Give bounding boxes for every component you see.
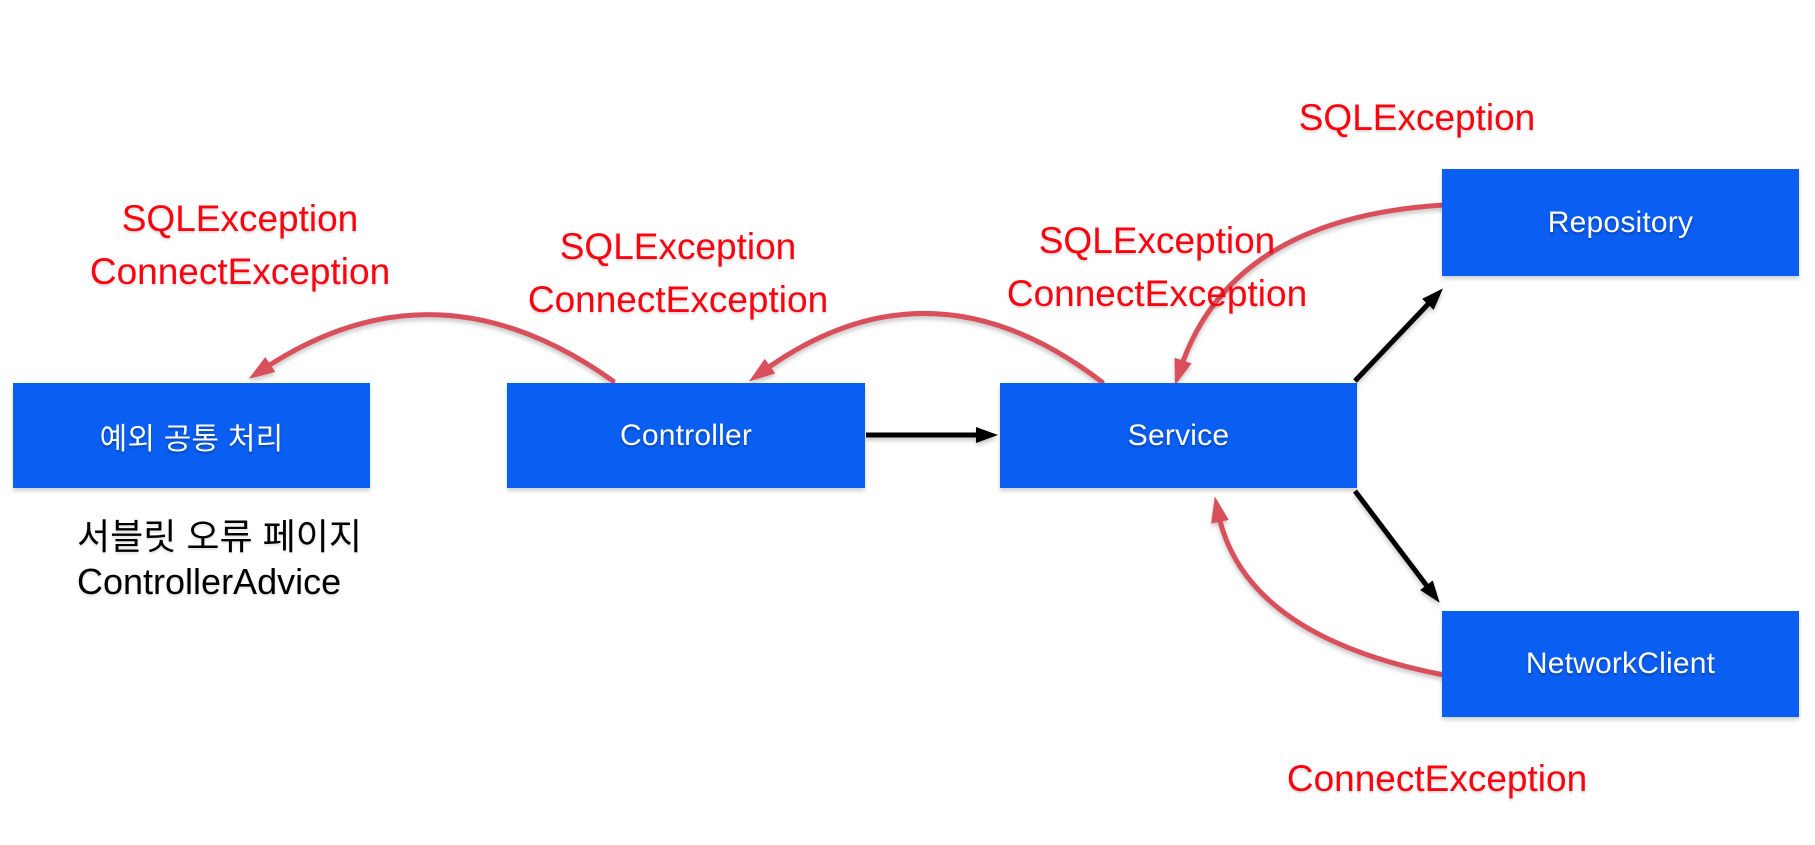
handler-note-controller-advice: ControllerAdvice <box>77 561 342 602</box>
node-service-label: Service <box>1127 418 1230 452</box>
exception-arrow-networkclient-to-service <box>1211 496 1447 678</box>
node-controller-label: Controller <box>619 418 753 452</box>
node-common-exception-handler-label: 예외 공통 처리 <box>99 422 284 456</box>
exception-label-line: ConnectException <box>1286 758 1588 799</box>
exception-label-at-network-client: ConnectException <box>1237 752 1637 805</box>
exception-arrow-service-to-controller <box>749 311 1105 385</box>
node-repository: Repository <box>1442 169 1799 276</box>
handler-note-servlet-error-page: 서블릿 오류 페이지 <box>77 516 362 557</box>
exception-label-line: SQLException <box>1298 97 1536 138</box>
exception-label-line: SQLException <box>121 198 359 239</box>
node-network-client-label: NetworkClient <box>1525 647 1716 680</box>
node-common-exception-handler: 예외 공통 처리 <box>13 383 370 488</box>
exception-label-line: SQLException <box>1038 220 1276 261</box>
exception-label-at-repository: SQLException <box>1217 91 1617 144</box>
node-repository-label: Repository <box>1547 205 1694 239</box>
exception-arrow-repository-to-service <box>1174 202 1447 386</box>
exception-label-at-controller: SQLException ConnectException <box>478 220 878 326</box>
exception-label-line: ConnectException <box>89 251 391 292</box>
node-controller: Controller <box>507 383 865 488</box>
exception-label-line: ConnectException <box>1006 273 1308 314</box>
exception-label-line: ConnectException <box>527 279 829 320</box>
call-arrow-service-to-repository <box>1353 288 1444 383</box>
exception-label-at-service: SQLException ConnectException <box>957 214 1357 320</box>
node-network-client: NetworkClient <box>1442 611 1799 717</box>
exception-arrow-controller-to-handler <box>248 312 616 384</box>
node-service: Service <box>1000 383 1357 488</box>
exception-label-at-handler: SQLException ConnectException <box>40 192 440 298</box>
call-arrow-service-to-networkclient <box>1353 489 1440 603</box>
exception-label-line: SQLException <box>559 226 797 267</box>
handler-note: 서블릿 오류 페이지 ControllerAdvice <box>77 514 362 604</box>
